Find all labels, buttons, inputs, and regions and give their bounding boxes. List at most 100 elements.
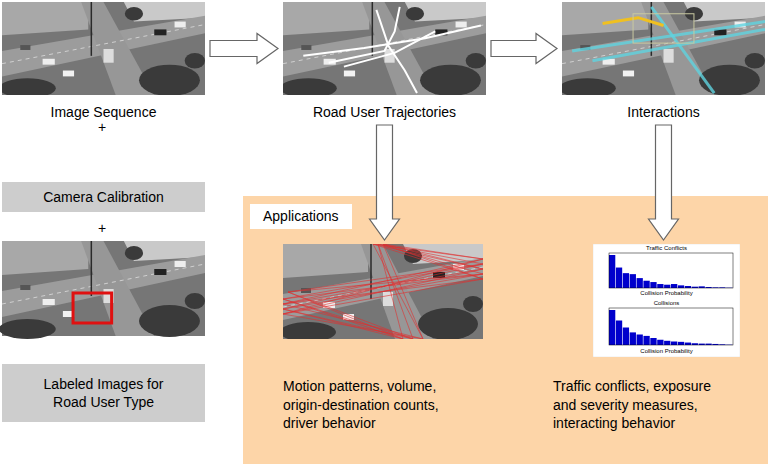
- histogram-bar: [609, 310, 615, 345]
- vehicle: [43, 299, 55, 305]
- chart-label: Collisions: [593, 300, 740, 307]
- image-node: Interactions: [562, 2, 765, 121]
- motion-pattern: [373, 244, 483, 279]
- pole: [370, 244, 372, 299]
- vehicle: [175, 261, 186, 267]
- motion-pattern: [378, 244, 413, 339]
- motion-pattern: [283, 299, 413, 339]
- tree: [283, 322, 336, 339]
- histogram-bar: [671, 342, 677, 346]
- building: [283, 244, 368, 278]
- picture: [283, 2, 486, 95]
- pole: [91, 241, 93, 296]
- histogram-bar: [643, 281, 649, 288]
- histogram-bar: [671, 284, 677, 288]
- interaction-trajectory: [651, 7, 714, 93]
- interaction-trajectory: [572, 22, 765, 51]
- vehicle: [43, 59, 55, 65]
- tree: [418, 308, 478, 339]
- vehicle: [154, 269, 166, 275]
- chart-label: Traffic Conflicts: [593, 245, 740, 252]
- motion-pattern: [288, 292, 403, 339]
- vehicle: [456, 22, 467, 28]
- tree: [125, 246, 143, 260]
- plus-sign: +: [92, 220, 112, 237]
- picture-drawing: [283, 244, 483, 339]
- picture: [562, 2, 765, 95]
- tree: [420, 65, 481, 95]
- motion-pattern: [373, 244, 483, 269]
- histogram-bar: [657, 284, 663, 288]
- histogram-bar: [650, 282, 656, 288]
- tree: [406, 7, 424, 21]
- chart-axes: [609, 308, 733, 345]
- motion-pattern: [378, 244, 403, 339]
- chart-ground: [593, 244, 740, 357]
- labeled-image: [0, 241, 205, 339]
- tree: [185, 293, 205, 309]
- picture: [2, 2, 205, 95]
- histogram-bar: [643, 336, 649, 345]
- tree: [699, 65, 760, 95]
- tree: [466, 53, 486, 69]
- histogram-bar: [623, 328, 629, 346]
- input-box: Camera Calibration: [2, 182, 205, 212]
- picture-drawing: [562, 2, 765, 95]
- pole: [91, 2, 93, 56]
- vehicle: [20, 285, 30, 290]
- motion-pattern: [383, 244, 483, 259]
- histogram-bar: [712, 287, 718, 289]
- tree: [139, 305, 200, 337]
- tree: [139, 65, 200, 95]
- tree: [125, 7, 143, 21]
- histogram-bar: [637, 278, 643, 288]
- chart-axes: [609, 253, 733, 288]
- input-label: Labeled Images for Road User Type: [36, 375, 171, 411]
- block-arrow: [649, 125, 679, 240]
- histogram-bar: [616, 268, 622, 288]
- lane-marking: [283, 25, 486, 64]
- motion-pattern: [383, 244, 483, 269]
- histogram-bar: [678, 285, 684, 288]
- building: [283, 2, 369, 35]
- image-caption: Interactions: [562, 104, 765, 121]
- image-node: Road User Trajectories: [283, 2, 486, 121]
- histogram-bar: [692, 343, 698, 345]
- motion-pattern: [373, 244, 423, 339]
- motion-pattern: [283, 309, 413, 339]
- lane-marking: [2, 25, 205, 64]
- motion-pattern: [288, 292, 413, 339]
- vehicle: [20, 45, 30, 50]
- tree: [745, 53, 765, 69]
- application-node: Motion patterns, volume, origin-destinat…: [283, 244, 483, 433]
- input-label: Camera Calibration: [43, 189, 164, 206]
- lane-marking: [2, 264, 205, 304]
- applications-panel: ApplicationsMotion patterns, volume, ori…: [243, 196, 768, 464]
- application-node: Traffic ConflictsCollision Probability Co…: [553, 244, 758, 433]
- tree: [562, 78, 616, 95]
- histogram-bar: [719, 287, 725, 289]
- histogram-bar: [685, 286, 691, 288]
- block-arrow: [210, 34, 278, 64]
- vehicle: [344, 71, 355, 77]
- histogram-bar: [664, 341, 670, 345]
- building: [2, 241, 88, 275]
- chart-label: Collision Probability: [593, 348, 740, 355]
- panel-heading: Applications: [250, 204, 352, 229]
- histogram-bar: [630, 274, 636, 288]
- image-caption: Image Sequence: [2, 104, 205, 121]
- application-description: Traffic conflicts, exposure and severity…: [553, 377, 738, 433]
- tree: [283, 78, 337, 95]
- histogram-bar: [650, 338, 656, 345]
- vehicle: [664, 49, 674, 63]
- lane-marking: [283, 267, 483, 307]
- image-caption: Road User Trajectories: [283, 104, 486, 121]
- motion-pattern: [283, 279, 483, 314]
- motion-pattern: [283, 269, 483, 314]
- tree: [2, 78, 56, 95]
- histogram-bar: [664, 285, 670, 288]
- tree: [0, 319, 56, 339]
- motion-pattern: [283, 259, 483, 314]
- histogram-bar: [609, 255, 615, 288]
- vehicle: [104, 49, 114, 63]
